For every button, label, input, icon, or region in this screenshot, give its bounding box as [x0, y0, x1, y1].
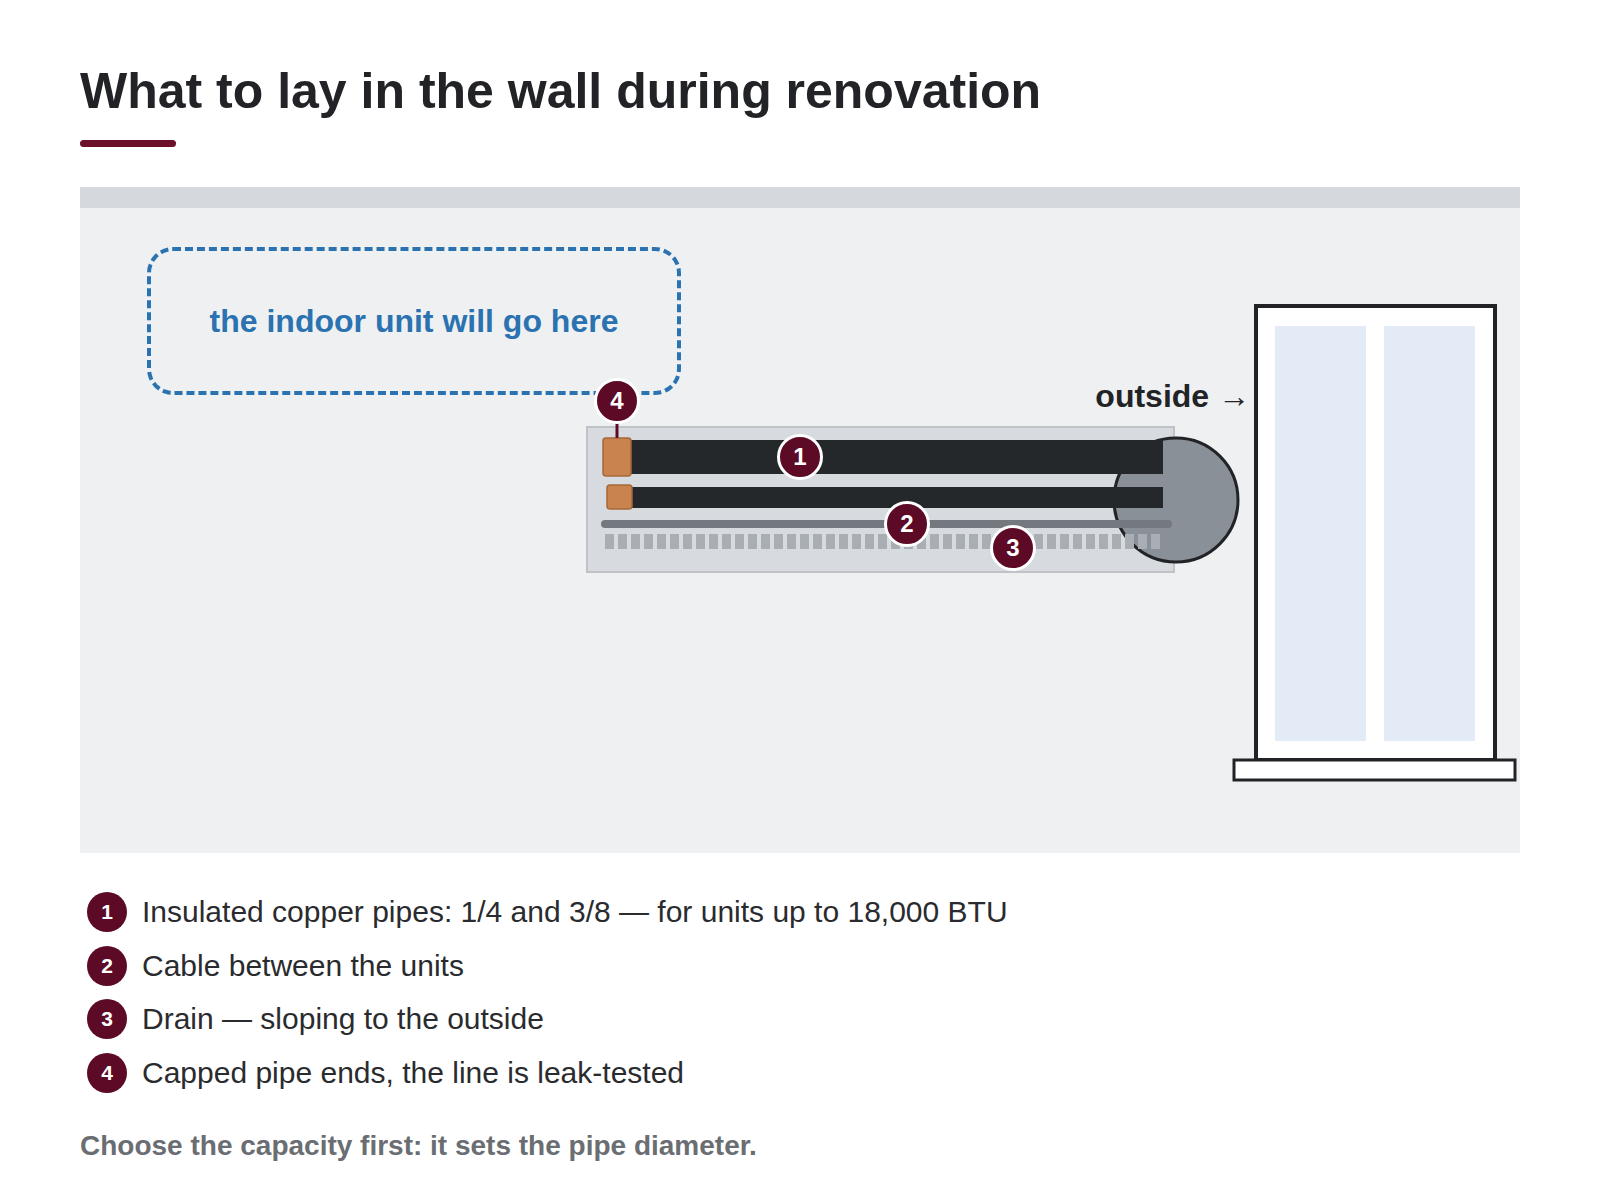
callout-number: 4: [594, 378, 640, 424]
legend-number: 1: [87, 892, 127, 932]
pipe-cap: [607, 485, 632, 509]
placeholder-box: the indoor unit will go here: [147, 247, 681, 395]
legend-number: 4: [87, 1053, 127, 1093]
wall-channel: [587, 427, 1174, 572]
direction-label: outside →: [1095, 378, 1250, 415]
pipe-cap: [603, 438, 631, 476]
copper-pipe-large: [613, 440, 1163, 474]
legend-text: Capped pipe ends, the line is leak-teste…: [142, 1056, 684, 1090]
window-pane: [1384, 326, 1475, 741]
window-frame: [1256, 306, 1495, 760]
legend-number: 2: [87, 946, 127, 986]
window-sill: [1234, 760, 1515, 780]
wall-panel: [80, 187, 1520, 853]
callout-number: 1: [777, 434, 823, 480]
placeholder-text: the indoor unit will go here: [210, 303, 619, 340]
legend-text: Drain — sloping to the outside: [142, 1002, 544, 1036]
window-pane: [1275, 326, 1366, 741]
title: What to lay in the wall during renovatio…: [80, 62, 1041, 120]
callout-number: 2: [884, 501, 930, 547]
callout-number: 3: [990, 525, 1036, 571]
drain-hose: [605, 534, 1163, 549]
caption: Choose the capacity first: it sets the p…: [80, 1130, 757, 1162]
copper-pipe-small: [613, 487, 1163, 508]
title-underline: [80, 140, 176, 147]
legend-number: 3: [87, 999, 127, 1039]
ceiling-band: [80, 187, 1520, 208]
legend-text: Insulated copper pipes: 1/4 and 3/8 — fo…: [142, 895, 1008, 929]
legend-text: Cable between the units: [142, 949, 464, 983]
